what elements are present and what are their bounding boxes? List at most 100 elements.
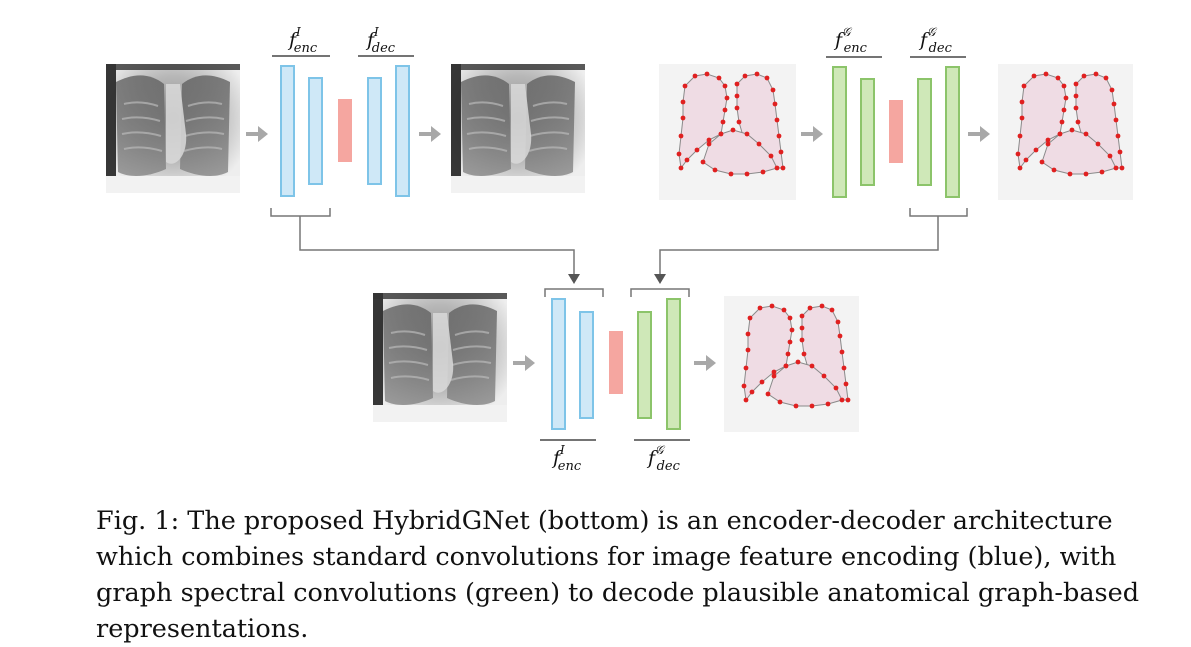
landmark-node: [799, 325, 805, 331]
landmark-node: [1045, 137, 1051, 143]
hybrid-encoder-layer-1: [551, 298, 566, 430]
bracket-hybrid-encoder: [544, 288, 604, 297]
landmark-node: [678, 165, 684, 171]
input-landmark-graph-top: [659, 64, 796, 200]
figure-caption: Fig. 1: The proposed HybridGNet (bottom)…: [96, 503, 1146, 647]
arrow-icon: [246, 126, 268, 142]
arrow-icon: [513, 355, 535, 371]
landmark-node: [1107, 153, 1113, 159]
landmark-node: [716, 75, 722, 81]
encoder-layer-2: [308, 77, 323, 185]
bracket-hybrid-decoder: [630, 288, 690, 297]
latent-space: [609, 331, 623, 394]
landmark-node: [724, 95, 730, 101]
landmark-node: [700, 159, 706, 165]
landmark-node: [722, 83, 728, 89]
landmark-node: [741, 383, 747, 389]
hybrid-decoder-layer-2: [666, 298, 681, 430]
landmark-node: [807, 305, 813, 311]
landmark-node: [825, 401, 831, 407]
graph-decoder-layer-2: [945, 66, 960, 198]
landmark-node: [789, 327, 795, 333]
landmark-node: [745, 331, 751, 337]
landmark-node: [744, 171, 750, 177]
decoder-layer-2: [395, 65, 410, 197]
landmark-node: [760, 169, 766, 175]
landmark-node: [1021, 83, 1027, 89]
landmark-node: [759, 379, 765, 385]
landmark-node: [1067, 171, 1073, 177]
landmark-node: [835, 319, 841, 325]
landmark-node: [1015, 151, 1021, 157]
graph-encoder-layer-1: [832, 66, 847, 198]
landmark-node: [1073, 81, 1079, 87]
landmark-node: [793, 403, 799, 409]
caption-line-1: Fig. 1: The proposed HybridGNet (bottom)…: [96, 506, 1113, 536]
landmark-node: [730, 127, 736, 133]
landmark-node: [774, 165, 780, 171]
landmark-node: [1023, 157, 1029, 163]
landmark-node: [706, 137, 712, 143]
landmark-node: [747, 315, 753, 321]
landmark-node: [819, 303, 825, 309]
landmark-node: [712, 167, 718, 173]
landmark-node: [799, 313, 805, 319]
landmark-node: [743, 397, 749, 403]
landmark-node: [680, 115, 686, 121]
hybrid-decoder-layer-1: [637, 311, 652, 419]
landmark-node: [1093, 71, 1099, 77]
landmark-node: [1055, 75, 1061, 81]
landmark-node: [745, 347, 751, 353]
arrowhead-icon: [654, 274, 666, 284]
landmark-node: [1111, 101, 1117, 107]
landmark-node: [749, 389, 755, 395]
caption-line-3: graph spectral convolutions (green) to d…: [96, 578, 1140, 608]
latent-space: [889, 100, 903, 163]
arrow-icon: [694, 355, 716, 371]
landmark-node: [829, 307, 835, 313]
landmark-node: [734, 105, 740, 111]
landmark-node: [781, 307, 787, 313]
hybrid-encoder-layer-2: [579, 311, 594, 419]
landmark-node: [734, 81, 740, 87]
landmark-node: [764, 75, 770, 81]
landmark-node: [706, 141, 712, 147]
landmark-node: [694, 147, 700, 153]
landmark-node: [787, 315, 793, 321]
connector-encoder-transfer: [299, 216, 575, 278]
landmark-node: [841, 365, 847, 371]
bracket-decoder-graph: [909, 208, 968, 217]
landmark-node: [1061, 83, 1067, 89]
landmark-node: [1083, 171, 1089, 177]
landmark-node: [1073, 105, 1079, 111]
landmark-node: [1069, 127, 1075, 133]
landmark-node: [1109, 87, 1115, 93]
landmark-node: [771, 369, 777, 375]
landmark-node: [734, 93, 740, 99]
landmark-node: [1095, 141, 1101, 147]
landmark-node: [1043, 71, 1049, 77]
landmark-node: [833, 385, 839, 391]
landmark-node: [809, 403, 815, 409]
landmark-node: [799, 337, 805, 343]
landmark-node: [768, 153, 774, 159]
landmark-node: [1017, 133, 1023, 139]
landmark-node: [1099, 169, 1105, 175]
landmark-node: [743, 365, 749, 371]
landmark-node: [839, 397, 845, 403]
landmark-node: [1115, 133, 1121, 139]
landmark-node: [1103, 75, 1109, 81]
landmark-node: [845, 397, 851, 403]
bracket-encoder-image: [270, 208, 331, 217]
landmark-node: [1073, 93, 1079, 99]
landmark-node: [682, 83, 688, 89]
landmark-node: [1113, 165, 1119, 171]
landmark-node: [795, 359, 801, 365]
landmark-node: [1117, 149, 1123, 155]
graph-decoder-layer-1: [917, 78, 932, 186]
